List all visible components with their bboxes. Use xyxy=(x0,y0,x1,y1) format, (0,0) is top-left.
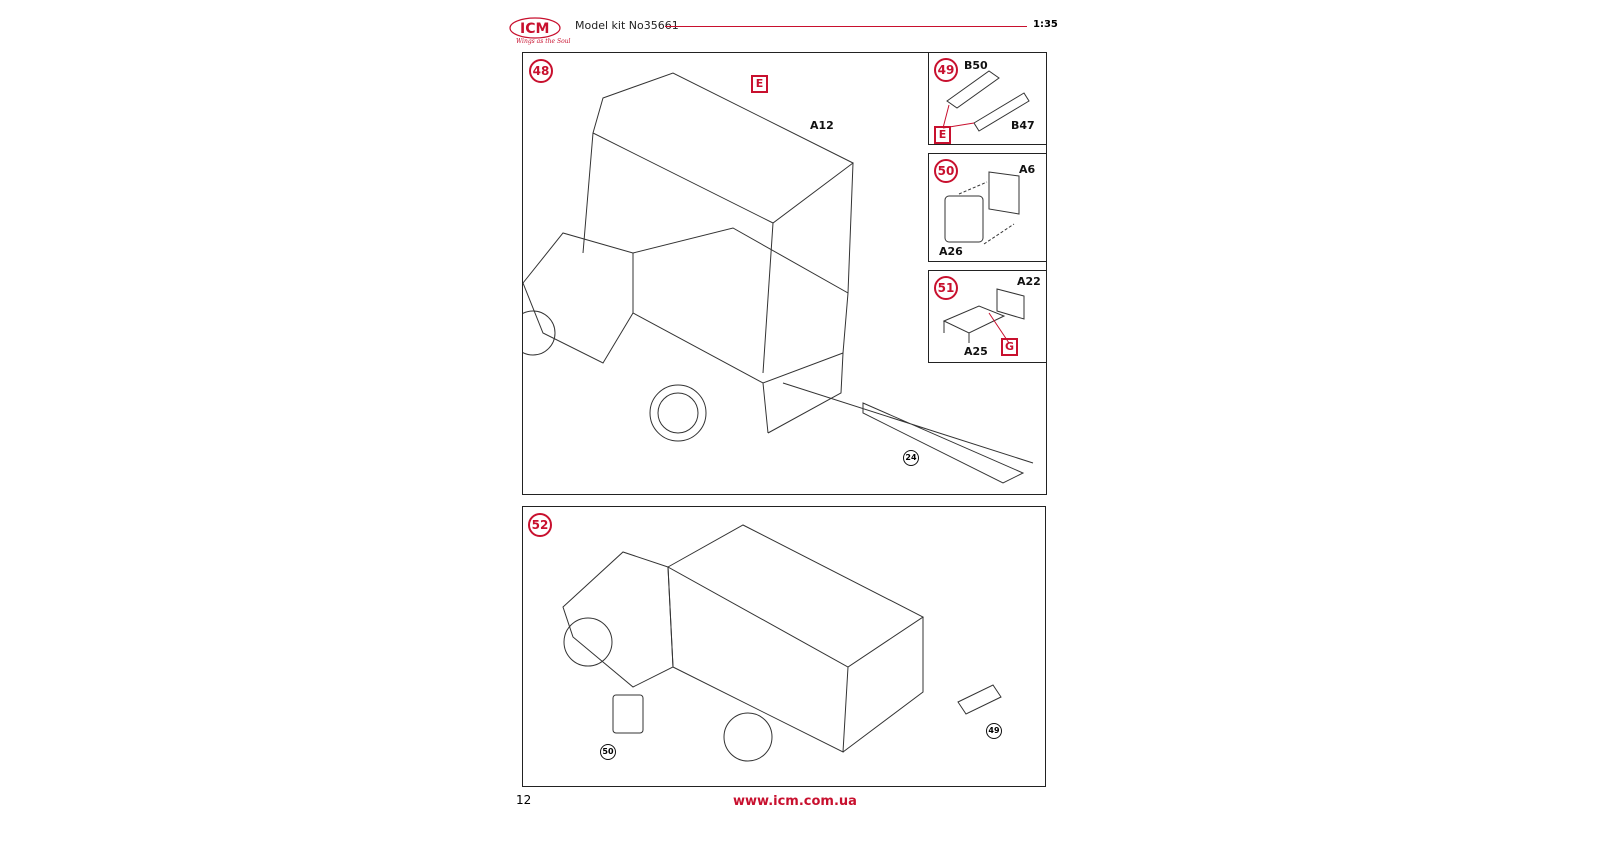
scale-label: 1:35 xyxy=(1033,19,1058,30)
paint-code-e: E xyxy=(751,75,768,93)
step-49-panel: 49 B50 B47 E xyxy=(928,52,1047,145)
step-52-panel: 52 50 49 xyxy=(522,506,1046,787)
paint-code-e: E xyxy=(934,126,951,144)
step-ref-49: 49 xyxy=(986,723,1002,739)
step-49-number: 49 xyxy=(934,58,958,82)
step-51-panel: 51 A22 A25 G xyxy=(928,270,1047,363)
part-a26: A26 xyxy=(939,245,963,258)
website-link[interactable]: www.icm.com.ua xyxy=(733,794,857,809)
step-ref-24: 24 xyxy=(903,450,919,466)
completed-truck-drawing xyxy=(562,524,1002,762)
step-52-number: 52 xyxy=(528,513,552,537)
part-a25: A25 xyxy=(964,345,988,358)
step-51-number: 51 xyxy=(934,276,958,300)
part-a6: A6 xyxy=(1019,163,1036,176)
part-a12: A12 xyxy=(810,119,834,132)
header-rule xyxy=(665,26,1027,27)
page-number: 12 xyxy=(516,793,532,807)
part-b47: B47 xyxy=(1011,119,1035,132)
logo-tagline: Wings as the Soul xyxy=(516,38,571,45)
truck-assembly-drawing xyxy=(523,72,1034,484)
step-50-number: 50 xyxy=(934,159,958,183)
step-ref-50: 50 xyxy=(600,744,616,760)
canister-drawing xyxy=(944,171,1020,245)
icm-logo: ICM xyxy=(508,14,563,46)
part-b50: B50 xyxy=(964,59,988,72)
part-a22: A22 xyxy=(1017,275,1041,288)
step-50-panel: 50 A6 A26 xyxy=(928,153,1047,262)
model-kit-number: Model kit No35661 xyxy=(575,19,679,32)
svg-text:ICM: ICM xyxy=(520,21,549,37)
paint-code-g: G xyxy=(1001,338,1018,356)
step-48-number: 48 xyxy=(529,59,553,83)
